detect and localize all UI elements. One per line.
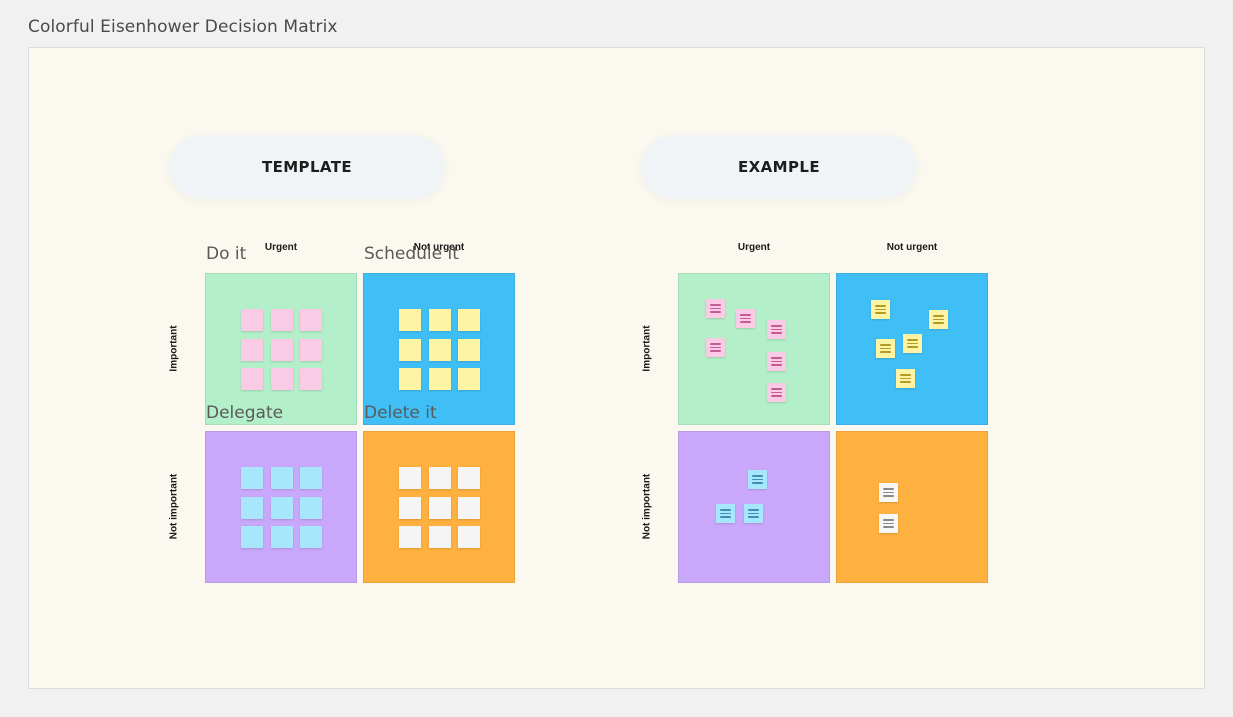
sticky-note[interactable] (271, 497, 293, 519)
note-text-lines (907, 339, 918, 350)
page-title: Colorful Eisenhower Decision Matrix (28, 17, 338, 37)
sticky-note[interactable] (300, 339, 322, 361)
sticky-note[interactable] (744, 504, 763, 523)
sticky-note[interactable] (399, 497, 421, 519)
sticky-note[interactable] (458, 368, 480, 390)
sticky-note[interactable] (241, 497, 263, 519)
sticky-note[interactable] (271, 309, 293, 331)
example-row-important: Important (641, 325, 653, 372)
sticky-note[interactable] (876, 339, 895, 358)
sticky-note[interactable] (879, 514, 898, 533)
sticky-note[interactable] (241, 368, 263, 390)
sticky-note[interactable] (879, 483, 898, 502)
sticky-note[interactable] (929, 310, 948, 329)
note-text-lines (740, 314, 751, 325)
sticky-note[interactable] (767, 352, 786, 371)
example-quadrant-not-urgent-not-important[interactable] (836, 431, 988, 583)
sticky-note[interactable] (300, 309, 322, 331)
sticky-note[interactable] (429, 497, 451, 519)
sticky-note[interactable] (300, 497, 322, 519)
note-text-lines (900, 374, 911, 385)
sticky-note[interactable] (458, 309, 480, 331)
sticky-note[interactable] (458, 526, 480, 548)
note-text-lines (720, 509, 731, 520)
sticky-note[interactable] (429, 368, 451, 390)
sticky-note[interactable] (736, 309, 755, 328)
sticky-note[interactable] (271, 368, 293, 390)
note-text-lines (748, 509, 759, 520)
template-quadrant-delegate[interactable] (205, 431, 357, 583)
sticky-note[interactable] (767, 383, 786, 402)
sticky-note[interactable] (429, 467, 451, 489)
note-text-lines (710, 304, 721, 315)
sticky-note[interactable] (458, 339, 480, 361)
sticky-note[interactable] (241, 339, 263, 361)
sticky-note[interactable] (399, 526, 421, 548)
note-text-lines (933, 315, 944, 326)
note-text-lines (880, 344, 891, 355)
sticky-note[interactable] (241, 309, 263, 331)
sticky-note[interactable] (458, 467, 480, 489)
template-col-not-urgent: Not urgent (413, 242, 465, 253)
example-heading[interactable]: EXAMPLE (641, 135, 917, 199)
example-quadrant-urgent-not-important[interactable] (678, 431, 830, 583)
sticky-note[interactable] (896, 369, 915, 388)
sticky-note[interactable] (706, 299, 725, 318)
template-quadrant-do-it[interactable] (205, 273, 357, 425)
template-row-not-important: Not important (168, 473, 180, 540)
sticky-note[interactable] (300, 368, 322, 390)
sticky-note[interactable] (300, 526, 322, 548)
template-quadrant-schedule-it[interactable] (363, 273, 515, 425)
template-heading[interactable]: TEMPLATE (169, 135, 445, 199)
sticky-note[interactable] (241, 526, 263, 548)
note-text-lines (875, 305, 886, 316)
sticky-note[interactable] (300, 467, 322, 489)
template-quadrant-title-do-it: Do it (206, 244, 247, 264)
example-col-not-urgent: Not urgent (886, 242, 938, 253)
sticky-note[interactable] (429, 309, 451, 331)
sticky-note[interactable] (429, 526, 451, 548)
template-quadrant-title-delete-it: Delete it (364, 403, 437, 423)
note-text-lines (883, 488, 894, 499)
sticky-note[interactable] (399, 368, 421, 390)
example-quadrant-urgent-important[interactable] (678, 273, 830, 425)
sticky-note[interactable] (271, 467, 293, 489)
template-heading-label: TEMPLATE (261, 158, 353, 176)
template-row-important: Important (168, 325, 180, 372)
example-col-urgent: Urgent (737, 242, 771, 253)
template-quadrant-title-delegate: Delegate (206, 403, 284, 423)
sticky-note[interactable] (271, 339, 293, 361)
sticky-note[interactable] (399, 309, 421, 331)
sticky-note[interactable] (241, 467, 263, 489)
note-text-lines (710, 343, 721, 354)
example-heading-label: EXAMPLE (738, 158, 820, 176)
note-text-lines (771, 325, 782, 336)
sticky-note[interactable] (399, 339, 421, 361)
note-text-lines (883, 519, 894, 530)
sticky-note[interactable] (903, 334, 922, 353)
sticky-note[interactable] (871, 300, 890, 319)
template-quadrant-title-schedule-it: Schedule it (364, 244, 459, 264)
sticky-note[interactable] (767, 320, 786, 339)
whiteboard-canvas[interactable]: TEMPLATE EXAMPLE Urgent Not urgent Impor… (28, 47, 1205, 689)
note-text-lines (771, 357, 782, 368)
example-row-not-important: Not important (641, 473, 653, 540)
sticky-note[interactable] (748, 470, 767, 489)
template-quadrant-delete-it[interactable] (363, 431, 515, 583)
template-col-urgent: Urgent (264, 242, 298, 253)
sticky-note[interactable] (458, 497, 480, 519)
example-quadrant-not-urgent-important[interactable] (836, 273, 988, 425)
sticky-note[interactable] (716, 504, 735, 523)
note-text-lines (771, 388, 782, 399)
sticky-note[interactable] (429, 339, 451, 361)
sticky-note[interactable] (271, 526, 293, 548)
note-text-lines (752, 475, 763, 486)
sticky-note[interactable] (706, 338, 725, 357)
sticky-note[interactable] (399, 467, 421, 489)
